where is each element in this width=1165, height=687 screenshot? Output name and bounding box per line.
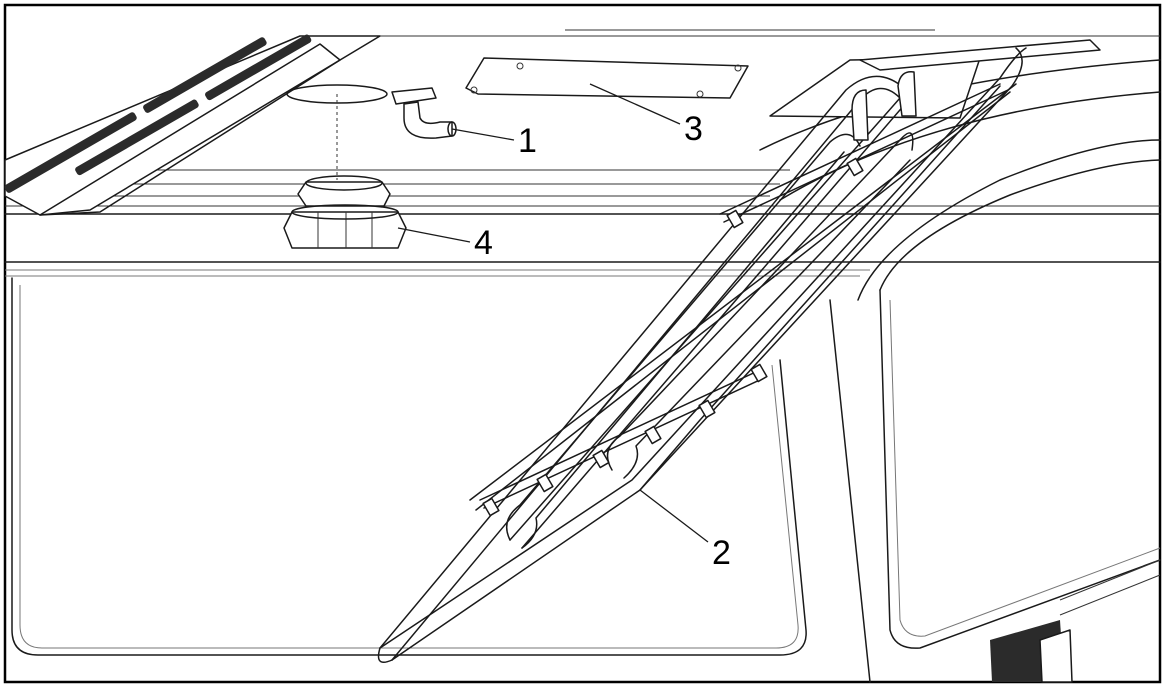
hex-nut: [283, 175, 407, 249]
callout-2: 2: [712, 534, 731, 572]
diagram-frame: [3, 3, 1162, 684]
heater-bracket: [769, 39, 1101, 119]
elbow-fitting: [391, 87, 457, 139]
heating-element: [377, 47, 1027, 663]
cover-plate: [465, 57, 749, 99]
callout-4: 4: [474, 224, 493, 262]
callout-3: 3: [684, 110, 703, 148]
leader-lines: [397, 83, 709, 543]
vent-strip: [4, 34, 381, 216]
callout-1: 1: [518, 122, 537, 160]
